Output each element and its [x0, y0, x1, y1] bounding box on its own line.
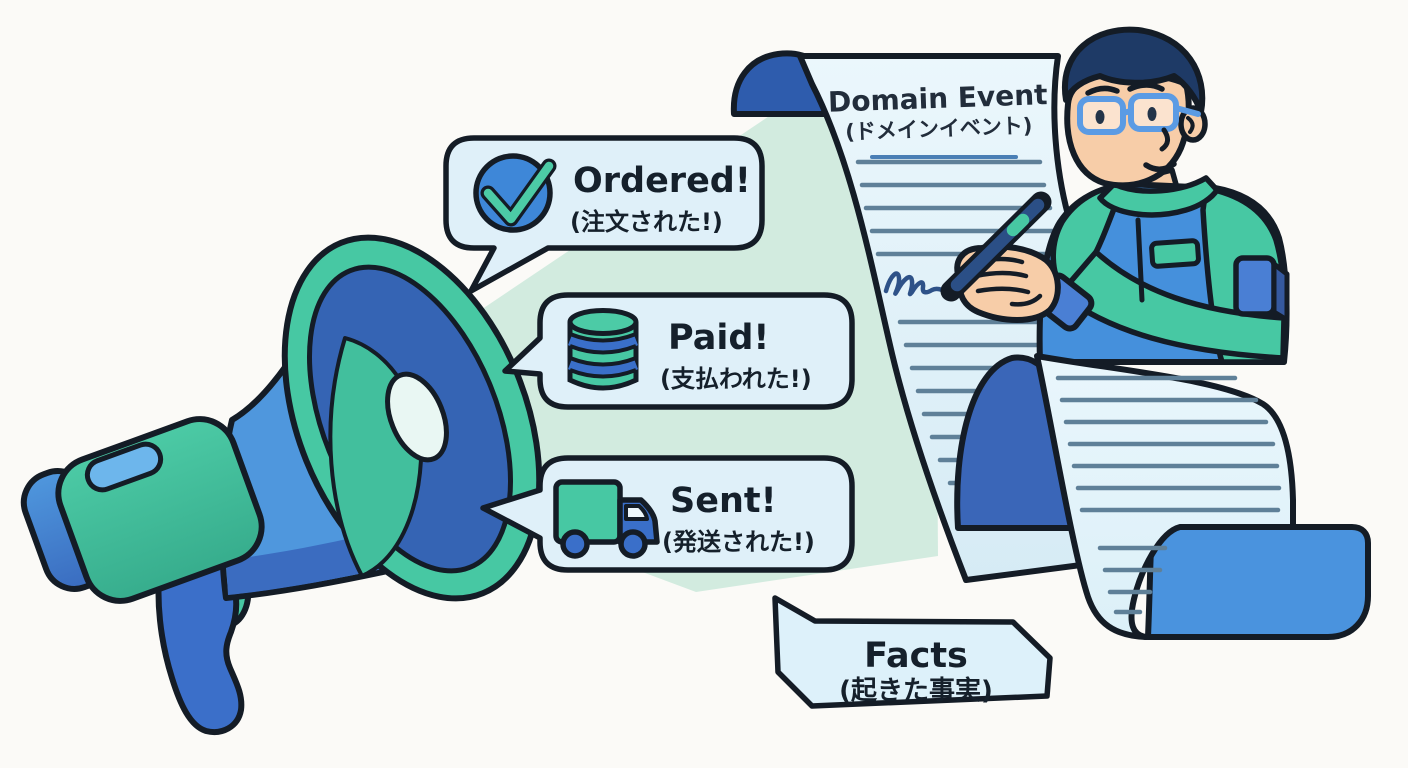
- bubble-paid-label-ja: (支払われた!): [660, 365, 812, 393]
- handwriting-lines-second: [1055, 375, 1282, 615]
- mouth-smile: [1143, 161, 1177, 172]
- scroll-underside: [1145, 524, 1371, 640]
- facts-label: Facts: [864, 636, 968, 676]
- chest-pocket: [1149, 238, 1201, 269]
- scroll-title: Domain Event: [828, 78, 1049, 119]
- speech-bubble-paid: Paid! (支払われた!): [502, 292, 855, 410]
- ear-line: [1186, 116, 1195, 134]
- nose: [1159, 127, 1170, 152]
- coin-stack-icon: [567, 308, 639, 391]
- speech-bubble-ordered: Ordered! (注文された!): [443, 135, 765, 294]
- jacket-zip-line: [1135, 217, 1145, 303]
- scroll-second-sheet: [1034, 353, 1296, 640]
- eye-right: [1147, 107, 1157, 121]
- eyebrow-left: [1085, 85, 1120, 96]
- collar: [1097, 175, 1220, 218]
- bubble-sent-label: Sent!: [670, 481, 777, 521]
- megaphone-handle-slot: [84, 441, 164, 493]
- eye-left: [1095, 110, 1105, 124]
- bubble-paid-label: Paid!: [668, 318, 769, 358]
- truck-icon: [553, 479, 660, 559]
- signature: [883, 271, 953, 297]
- eyebrow-right: [1127, 82, 1165, 92]
- scroll-header: Domain Event (ドメインイベント): [828, 78, 1049, 144]
- megaphone-handle: [155, 562, 245, 735]
- bubble-ordered-label-ja: (注文された!): [570, 208, 723, 236]
- facts-banner: Facts (起きた事実): [772, 595, 1053, 709]
- bubble-ordered-label: Ordered!: [573, 161, 751, 201]
- speech-bubble-sent: Sent! (発送された!): [480, 455, 855, 573]
- megaphone-illustration: [20, 234, 543, 735]
- bell-throat: [385, 371, 449, 463]
- arm-badge: [1233, 255, 1277, 317]
- check-circle-icon: [473, 153, 557, 233]
- arm-badge-side: [1271, 261, 1290, 323]
- writer-person: [940, 26, 1290, 365]
- forearm-sleeve: [1057, 249, 1287, 361]
- facts-label-ja: (起きた事実): [839, 675, 993, 706]
- pen-icon: [940, 191, 1052, 302]
- bubble-sent-label-ja: (発送された!): [662, 528, 815, 556]
- hair: [1061, 26, 1206, 115]
